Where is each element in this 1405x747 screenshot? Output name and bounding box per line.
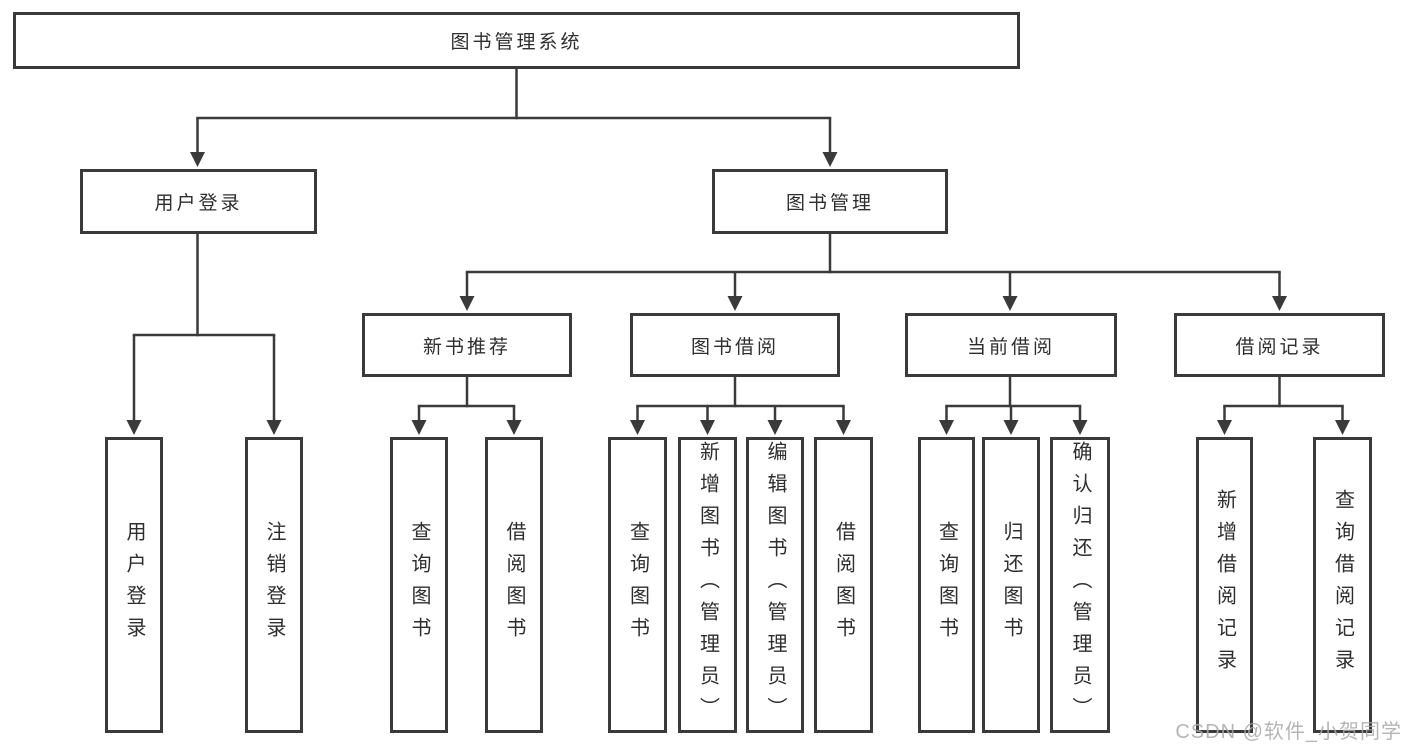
leaf-current-query-books-label: 查询图书 <box>935 521 958 649</box>
leaf-current-query-books: 查询图书 <box>918 437 975 733</box>
leaf-borrowing-borrow-books-label: 借阅图书 <box>832 521 855 649</box>
node-borrowing-records: 借阅记录 <box>1174 313 1385 377</box>
node-book-borrowing-label: 图书借阅 <box>690 336 779 358</box>
leaf-recommend-query-books-label: 查询图书 <box>408 521 430 649</box>
leaf-recommend-query-books: 查询图书 <box>390 437 448 733</box>
leaf-borrowing-borrow-books: 借阅图书 <box>814 437 873 733</box>
leaf-current-confirm-return-admin: 确认归还（管理员） <box>1050 437 1110 733</box>
leaf-current-confirm-return-admin-label: 确认归还（管理员） <box>1069 441 1091 729</box>
node-new-book-recommend: 新书推荐 <box>362 313 572 377</box>
node-current-borrowing-label: 当前借阅 <box>966 336 1055 358</box>
node-new-book-recommend-label: 新书推荐 <box>422 336 511 358</box>
leaf-records-add-record-label: 新增借阅记录 <box>1213 489 1236 681</box>
node-library-management-system-label: 图书管理系统 <box>450 32 583 53</box>
leaf-logout: 注销登录 <box>245 437 303 733</box>
leaf-recommend-borrow-books: 借阅图书 <box>485 437 543 733</box>
node-current-borrowing: 当前借阅 <box>905 313 1117 377</box>
leaf-logout-label: 注销登录 <box>263 521 285 649</box>
leaf-borrowing-add-books-admin-label: 新增图书（管理员） <box>696 441 719 729</box>
csdn-watermark: CSDN @软件_小贺同学 <box>1175 721 1402 743</box>
leaf-borrowing-query-books: 查询图书 <box>608 437 667 733</box>
node-user-login: 用户登录 <box>80 169 317 234</box>
leaf-current-return-books: 归还图书 <box>982 437 1040 733</box>
leaf-borrowing-edit-books-admin-label: 编辑图书（管理员） <box>764 441 786 729</box>
leaf-user-login: 用户登录 <box>105 437 163 733</box>
leaf-borrowing-query-books-label: 查询图书 <box>626 521 649 649</box>
node-book-management: 图书管理 <box>712 169 948 234</box>
leaf-recommend-borrow-books-label: 借阅图书 <box>503 521 525 649</box>
node-user-login-label: 用户登录 <box>154 193 243 214</box>
node-book-management-label: 图书管理 <box>785 193 874 214</box>
leaf-borrowing-add-books-admin: 新增图书（管理员） <box>678 437 737 733</box>
leaf-records-add-record: 新增借阅记录 <box>1196 437 1253 733</box>
node-book-borrowing: 图书借阅 <box>630 313 840 377</box>
leaf-records-query-record: 查询借阅记录 <box>1313 437 1372 733</box>
leaf-user-login-label: 用户登录 <box>123 521 145 649</box>
node-library-management-system: 图书管理系统 <box>13 12 1020 69</box>
node-borrowing-records-label: 借阅记录 <box>1235 336 1324 358</box>
leaf-current-return-books-label: 归还图书 <box>1000 521 1022 649</box>
leaf-records-query-record-label: 查询借阅记录 <box>1331 489 1354 681</box>
leaf-borrowing-edit-books-admin: 编辑图书（管理员） <box>746 437 804 733</box>
